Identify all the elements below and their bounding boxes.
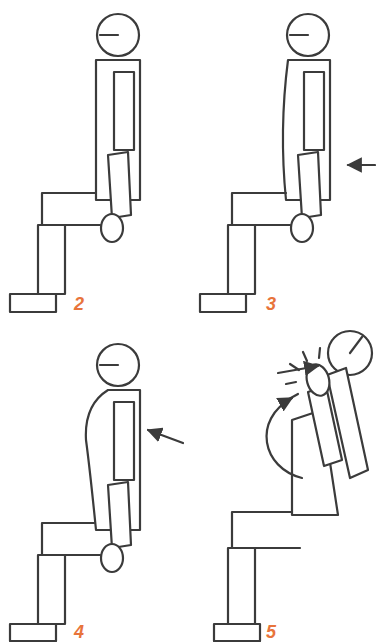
foot <box>200 294 246 312</box>
thigh <box>232 193 290 225</box>
seated-figure <box>214 331 372 641</box>
forearm <box>108 482 131 548</box>
pressure-arrow <box>278 366 318 373</box>
shin <box>228 548 255 624</box>
seated-figure <box>200 14 375 312</box>
forearm <box>308 386 342 466</box>
callout-number: 2 <box>74 294 84 314</box>
foot <box>214 624 260 641</box>
head <box>328 331 372 375</box>
callout-number: 5 <box>266 622 276 642</box>
hand <box>291 214 313 242</box>
ray <box>286 382 296 384</box>
head-mark <box>100 364 118 366</box>
pain-rays <box>286 348 320 399</box>
head-mark <box>290 34 308 36</box>
forearm <box>298 152 321 218</box>
thigh <box>42 523 100 555</box>
forearm <box>108 152 131 218</box>
hand <box>101 544 123 572</box>
pressure-arrow <box>148 430 183 443</box>
shin <box>38 225 65 294</box>
pressure-arrow <box>348 164 375 166</box>
shin <box>38 555 65 624</box>
upper-arm <box>114 72 134 150</box>
foot <box>10 294 56 312</box>
head <box>97 344 139 386</box>
ray <box>319 348 320 358</box>
thigh <box>232 512 300 548</box>
motion-arrow <box>267 398 302 478</box>
head <box>287 14 329 56</box>
hand <box>101 214 123 242</box>
foot <box>10 624 56 641</box>
upper-arm <box>304 72 324 150</box>
callout-number: 3 <box>266 294 276 314</box>
head-mark <box>350 337 362 353</box>
ray <box>303 352 307 361</box>
seated-figure <box>10 14 140 312</box>
thigh <box>42 193 100 225</box>
seated-figure <box>10 344 183 641</box>
callout-number: 4 <box>74 622 84 642</box>
head-mark <box>100 34 118 36</box>
head <box>97 14 139 56</box>
shin <box>228 225 255 294</box>
upper-arm <box>114 402 134 480</box>
